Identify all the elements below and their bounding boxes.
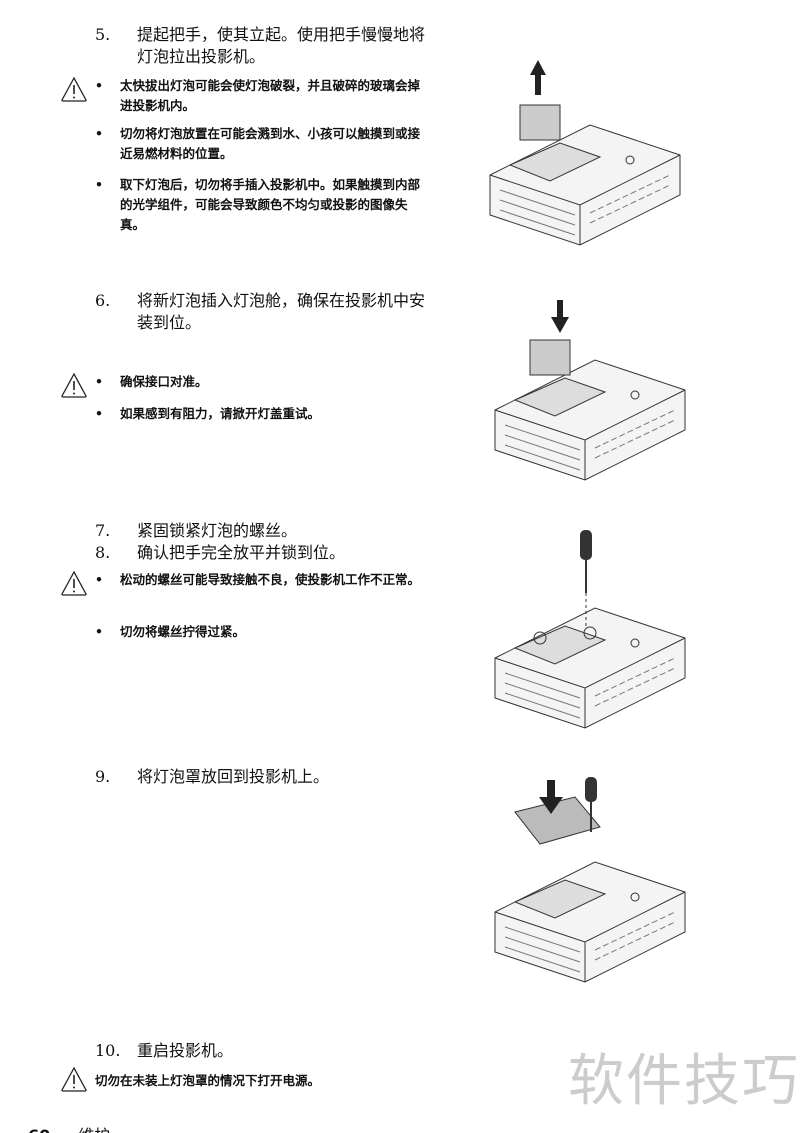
page-footer: 60 维护 [28, 1122, 110, 1133]
warning-icon [61, 77, 87, 102]
bullet-item: •确保接口对准。 [95, 374, 208, 389]
warning-icon [61, 1067, 87, 1092]
step-6: 6.将新灯泡插入灯泡舱，确保在投影机中安装到位。 [95, 291, 426, 332]
watermark: 软件技巧 [568, 1049, 800, 1114]
bullet-item: •切勿将螺丝拧得过紧。 [95, 624, 246, 639]
bullet-item: •太快拔出灯泡可能会使灯泡破裂，并且破碎的玻璃会掉进投影机内。 [95, 78, 421, 113]
bullet-item: •切勿将灯泡放置在可能会溅到水、小孩可以触摸到或接近易燃材料的位置。 [95, 126, 421, 161]
step-5: 5.提起把手，使其立起。使用把手慢慢地将灯泡拉出投影机。 [95, 25, 426, 66]
page-number: 60 [28, 1126, 50, 1133]
screw-tighten-figure [494, 530, 686, 729]
step-8: 8.确认把手完全放平并锁到位。 [95, 543, 346, 562]
section-name: 维护 [78, 1126, 110, 1133]
lamp-insert-figure [494, 300, 686, 481]
lamp-cover-figure [494, 777, 686, 983]
lamp-removal-figure [489, 60, 681, 246]
step-10: 10.重启投影机。 [95, 1041, 234, 1060]
bullet-item: •如果感到有阻力，请掀开灯盖重试。 [95, 406, 321, 421]
warning-icon [61, 571, 87, 596]
final-warning-note: 切勿在未装上灯泡罩的情况下打开电源。 [95, 1073, 321, 1088]
warning-icon [61, 373, 87, 398]
bullet-item: •取下灯泡后，切勿将手插入投影机中。如果触摸到内部的光学组件，可能会导致颜色不均… [95, 177, 421, 232]
bullet-item: •松动的螺丝可能导致接触不良，使投影机工作不正常。 [95, 572, 421, 587]
step-7: 7.紧固锁紧灯泡的螺丝。 [95, 521, 298, 540]
step-9: 9.将灯泡罩放回到投影机上。 [95, 767, 330, 786]
